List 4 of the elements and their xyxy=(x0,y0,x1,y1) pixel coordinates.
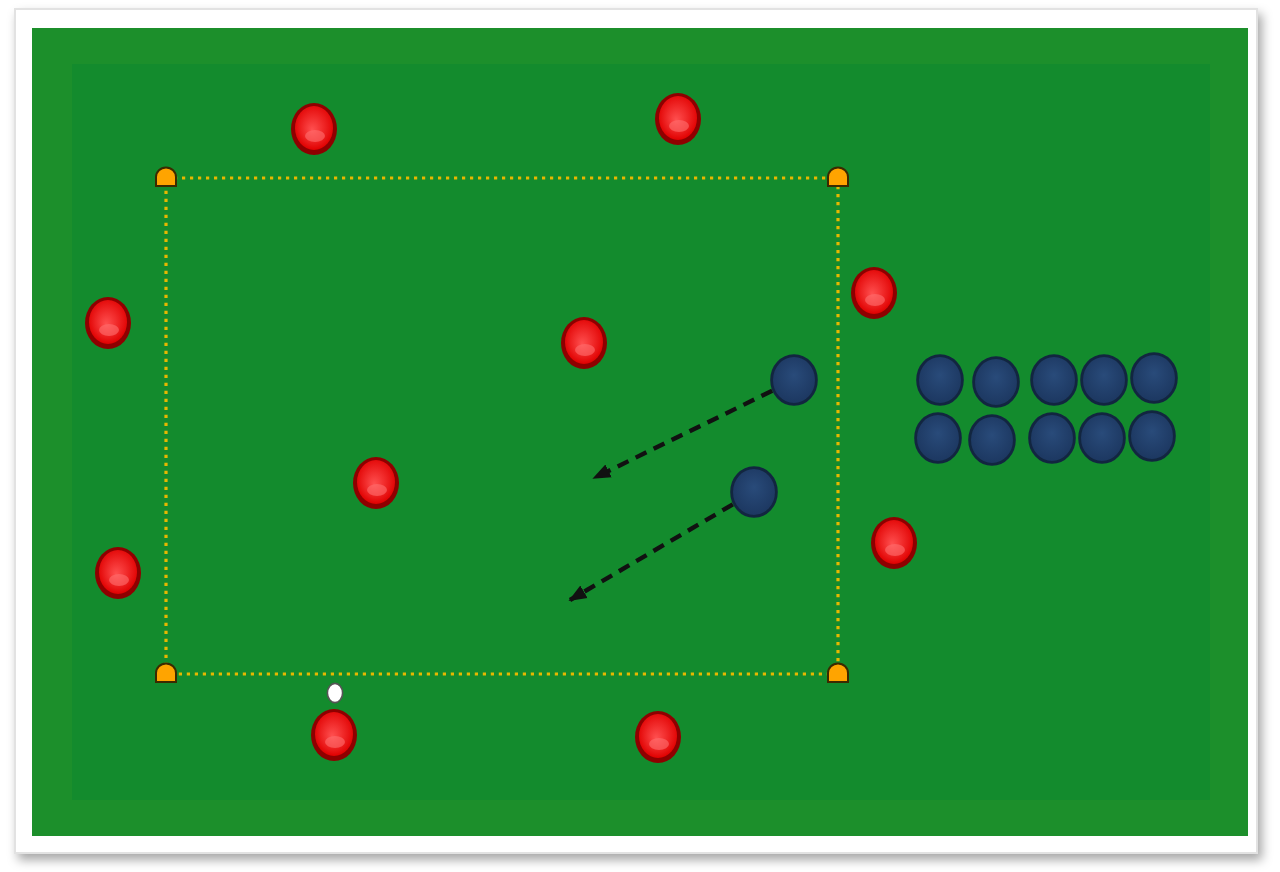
player-marker-icon xyxy=(730,466,778,518)
player-marker-icon xyxy=(770,354,818,406)
arrow xyxy=(592,388,774,480)
arrow xyxy=(568,502,734,602)
